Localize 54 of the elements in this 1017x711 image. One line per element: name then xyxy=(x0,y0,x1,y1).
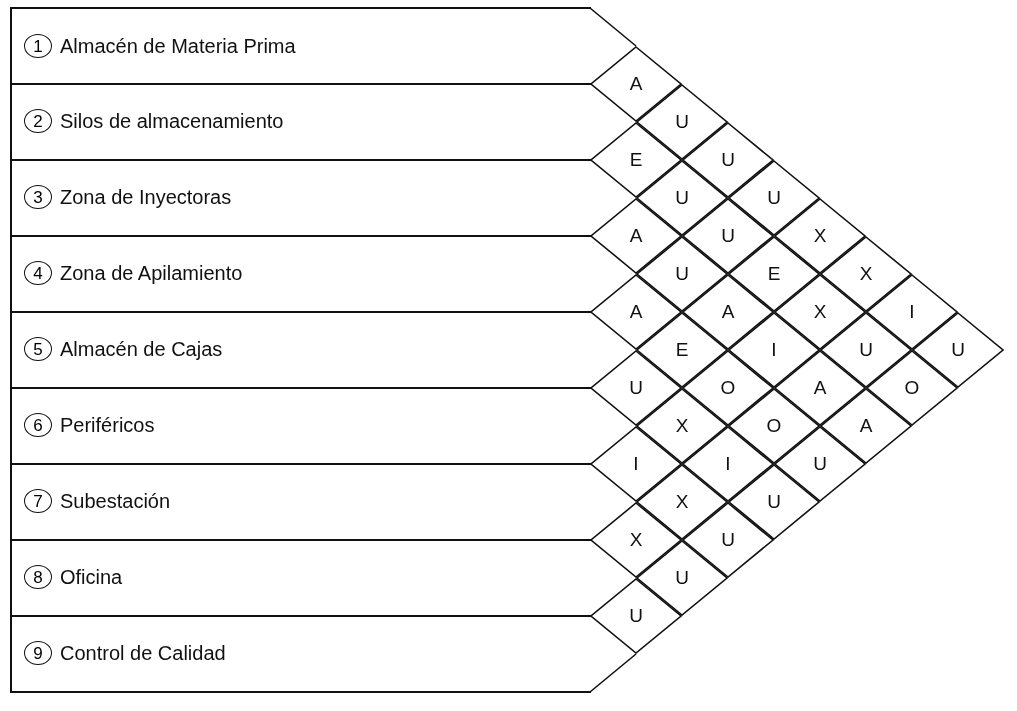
relationship-code: U xyxy=(674,567,690,589)
relationship-code: X xyxy=(858,263,874,285)
relationship-code: U xyxy=(720,529,736,551)
relationship-code: A xyxy=(628,301,644,323)
relationship-code: I xyxy=(770,339,778,361)
area-name: Silos de almacenamiento xyxy=(60,109,284,133)
relationship-code: O xyxy=(903,377,921,399)
relationship-code: U xyxy=(858,339,874,361)
relationship-code: A xyxy=(812,377,828,399)
area-name: Subestación xyxy=(60,489,171,513)
area-row xyxy=(10,311,591,389)
relationship-code: U xyxy=(766,491,782,513)
area-row xyxy=(10,7,591,85)
relationship-code: U xyxy=(720,149,736,171)
area-name: Zona de Inyectoras xyxy=(60,185,232,209)
area-row xyxy=(10,387,591,465)
relationship-code: E xyxy=(628,149,644,171)
area-row xyxy=(10,83,591,161)
relationship-code: X xyxy=(674,415,690,437)
area-row xyxy=(10,235,591,313)
area-name: Almacén de Cajas xyxy=(60,337,223,361)
relationship-code: U xyxy=(720,225,736,247)
relationship-code: A xyxy=(628,225,644,247)
area-row xyxy=(10,463,591,541)
relationship-code: X xyxy=(628,529,644,551)
relationship-code: I xyxy=(724,453,732,475)
relationship-code: O xyxy=(719,377,737,399)
area-name: Almacén de Materia Prima xyxy=(60,34,296,58)
relationship-code: U xyxy=(674,187,690,209)
relationship-code: U xyxy=(628,377,644,399)
area-row xyxy=(10,539,591,617)
relationship-code: I xyxy=(632,453,640,475)
relationship-code: U xyxy=(628,605,644,627)
relationship-code: A xyxy=(858,415,874,437)
relationship-code: E xyxy=(766,263,782,285)
relationship-code: U xyxy=(766,187,782,209)
relationship-code: X xyxy=(674,491,690,513)
relationship-code: U xyxy=(812,453,828,475)
relationship-code: X xyxy=(812,225,828,247)
relationship-code: I xyxy=(908,301,916,323)
area-row xyxy=(10,615,591,693)
relationship-code: A xyxy=(628,73,644,95)
relationship-code: X xyxy=(812,301,828,323)
relationship-code: U xyxy=(674,111,690,133)
relationship-code: O xyxy=(765,415,783,437)
area-name: Zona de Apilamiento xyxy=(60,261,243,285)
area-name: Oficina xyxy=(60,565,123,589)
area-row xyxy=(10,159,591,237)
relationship-code: E xyxy=(674,339,690,361)
area-name: Periféricos xyxy=(60,413,155,437)
relationship-code: U xyxy=(674,263,690,285)
relationship-code: U xyxy=(950,339,966,361)
relationship-code: A xyxy=(720,301,736,323)
area-name: Control de Calidad xyxy=(60,641,226,665)
